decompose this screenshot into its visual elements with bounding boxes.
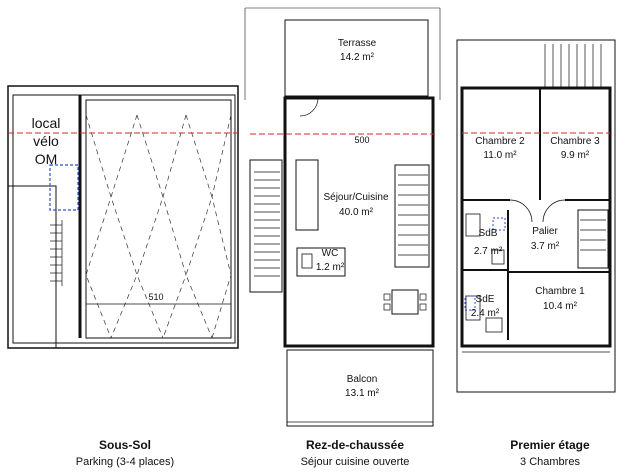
- ground-int-stair-steps: [398, 174, 428, 256]
- basement-caption-title: Sous-Sol: [98, 438, 151, 452]
- wc-area: 1.2 m²: [316, 262, 345, 273]
- ch3-label: Chambre 3: [550, 136, 600, 147]
- ground-caption-title: Rez-de-chaussée: [305, 438, 405, 452]
- ch3-area: 9.9 m²: [561, 150, 590, 161]
- first-caption-title: Premier étage: [510, 438, 590, 452]
- ch1-area: 10.4 m²: [543, 301, 578, 312]
- basement-left-area: [7, 185, 57, 349]
- palier-area: 3.7 m²: [531, 241, 560, 252]
- sejour-area: 40.0 m²: [339, 207, 374, 218]
- ground-ext-stair-steps: [254, 171, 280, 277]
- terrasse-area: 14.2 m²: [340, 52, 375, 63]
- ground-int-stair-box: [394, 164, 430, 268]
- basement-stair-left: [50, 220, 63, 286]
- first-floor-plan: [456, 39, 616, 393]
- wc-fixture: [301, 253, 313, 269]
- basement-dimension: 510: [148, 292, 163, 302]
- palier-label: Palier: [532, 226, 558, 237]
- terrasse-outline: [284, 19, 429, 97]
- first-stair-steps: [580, 219, 606, 251]
- chair-4: [419, 303, 427, 311]
- chair-2: [383, 303, 391, 311]
- basement-plan: [7, 85, 239, 349]
- bike-room-label-1: local: [32, 115, 61, 131]
- basement-caption-sub: Parking (3-4 places): [75, 456, 175, 468]
- balcon-area: 13.1 m²: [345, 388, 380, 399]
- ground-dimension: 500: [354, 135, 369, 145]
- ground-caption-sub: Séjour cuisine ouverte: [300, 456, 410, 468]
- sdb-marker: [492, 217, 506, 231]
- bike-storage-marker: [49, 164, 79, 211]
- ground-floor-plan: [244, 7, 441, 427]
- sdb-basin: [491, 249, 505, 265]
- ch3-door-arc: [542, 199, 566, 223]
- ch2-area: 11.0 m²: [483, 150, 517, 161]
- sde-basin: [485, 317, 503, 333]
- ch2-label: Chambre 2: [475, 136, 525, 147]
- parking-zigzag-lines: [85, 114, 232, 339]
- first-roof-slats: [544, 44, 602, 88]
- sdb-area: 2.7 m²: [474, 246, 503, 257]
- chair-1: [383, 293, 391, 301]
- bike-room-label-3: OM: [35, 151, 58, 167]
- bike-room-label-2: vélo: [33, 133, 59, 149]
- wc-label: WC: [322, 248, 339, 259]
- sde-marker: [464, 295, 476, 311]
- ch1-label: Chambre 1: [535, 286, 585, 297]
- first-main-walls: [460, 86, 612, 348]
- first-caption-sub: 3 Chambres: [520, 456, 580, 468]
- sde-label: SdE: [476, 294, 495, 305]
- basement-inner-wall: [12, 94, 236, 344]
- sejour-label: Séjour/Cuisine: [323, 192, 388, 203]
- ground-main-walls: [283, 96, 435, 348]
- terrace-door-arc: [299, 97, 319, 117]
- balcon-label: Balcon: [347, 374, 378, 385]
- sde-area: 2.4 m²: [471, 308, 500, 319]
- terrasse-label: Terrasse: [338, 38, 377, 49]
- first-outer-outline: [456, 39, 616, 393]
- dining-table: [391, 289, 419, 315]
- ch2-door-arc: [509, 199, 533, 223]
- chair-3: [419, 293, 427, 301]
- parking-bay: [85, 99, 232, 339]
- balcon-outline: [286, 349, 434, 427]
- wc-room: [296, 247, 346, 277]
- sdb-fixture: [465, 213, 481, 237]
- kitchen-counter: [295, 159, 319, 231]
- first-stair-box: [577, 209, 609, 269]
- ground-ext-stair-box: [249, 159, 283, 293]
- sdb-label: SdB: [479, 228, 498, 239]
